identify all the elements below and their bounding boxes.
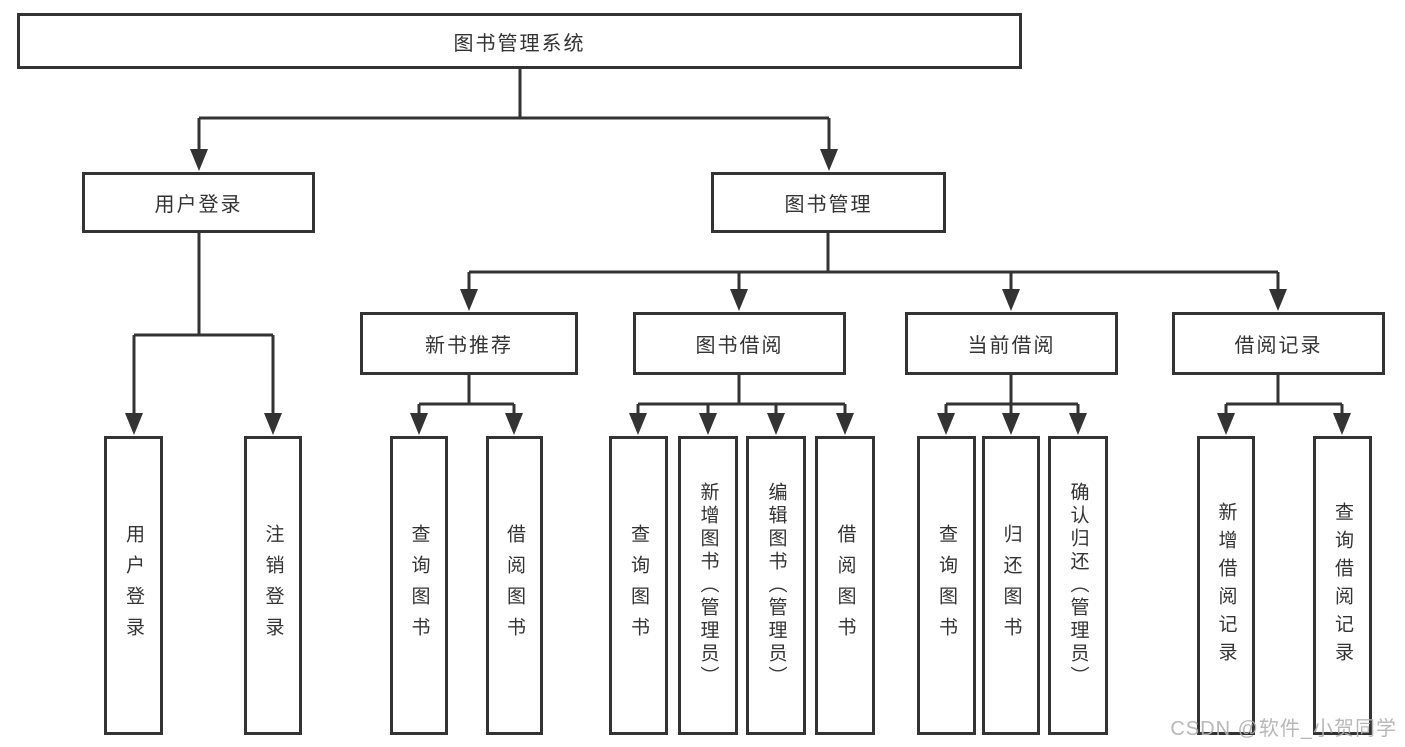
arrow-icon — [699, 413, 717, 435]
leaf-confirm-return-admin: 确认归还（管理员） — [1048, 436, 1108, 735]
node-user-login: 用户登录 — [82, 172, 315, 233]
arrow-icon — [629, 413, 647, 435]
connector-current-borrow — [944, 375, 1080, 420]
arrow-icon — [1069, 413, 1087, 435]
leaf-return-books: 归还图书 — [982, 436, 1040, 735]
leaf-query-borrow-record: 查询借阅记录 — [1313, 436, 1372, 735]
node-library-management-system: 图书管理系统 — [17, 13, 1022, 69]
arrow-icon — [836, 413, 854, 435]
arrow-icon — [1269, 289, 1287, 311]
watermark: CSDN @软件_小贺同学 — [1170, 718, 1397, 740]
node-current-borrowing: 当前借阅 — [905, 312, 1118, 375]
arrow-icon — [1002, 289, 1020, 311]
arrow-icon — [460, 289, 478, 311]
connector-user-login — [132, 233, 275, 418]
connector-borrow-record — [1224, 375, 1344, 420]
arrow-icon — [264, 413, 282, 435]
leaf-logout-login: 注销登录 — [244, 436, 302, 735]
arrow-icon — [410, 413, 428, 435]
connector-book-borrow — [636, 375, 847, 420]
leaf-add-books-admin: 新增图书（管理员） — [678, 436, 738, 735]
leaf-borrow-books-borrowing: 借阅图书 — [815, 436, 875, 735]
leaf-query-books-borrowing: 查询图书 — [609, 436, 668, 735]
arrow-icon — [125, 413, 143, 435]
connector-new-book — [417, 375, 516, 420]
leaf-query-books-current: 查询图书 — [917, 436, 976, 735]
node-book-management: 图书管理 — [711, 172, 946, 233]
arrowheads — [125, 149, 1351, 435]
node-new-book-recommend: 新书推荐 — [360, 312, 578, 375]
arrow-icon — [767, 413, 785, 435]
connector-root — [197, 69, 831, 156]
leaf-borrow-books-recommend: 借阅图书 — [486, 436, 543, 735]
leaf-edit-books-admin: 编辑图书（管理员） — [746, 436, 806, 735]
connector-book-management — [467, 233, 1280, 294]
arrow-icon — [937, 413, 955, 435]
leaf-query-books-recommend: 查询图书 — [390, 436, 448, 735]
arrow-icon — [820, 149, 838, 171]
node-borrowing-records: 借阅记录 — [1172, 312, 1385, 375]
arrow-icon — [730, 289, 748, 311]
arrow-icon — [1333, 413, 1351, 435]
arrow-icon — [1002, 413, 1020, 435]
leaf-user-login: 用户登录 — [104, 436, 163, 735]
node-book-borrowing: 图书借阅 — [633, 312, 846, 375]
arrow-icon — [505, 413, 523, 435]
leaf-add-borrow-record: 新增借阅记录 — [1197, 436, 1255, 735]
arrow-icon — [190, 149, 208, 171]
arrow-icon — [1217, 413, 1235, 435]
